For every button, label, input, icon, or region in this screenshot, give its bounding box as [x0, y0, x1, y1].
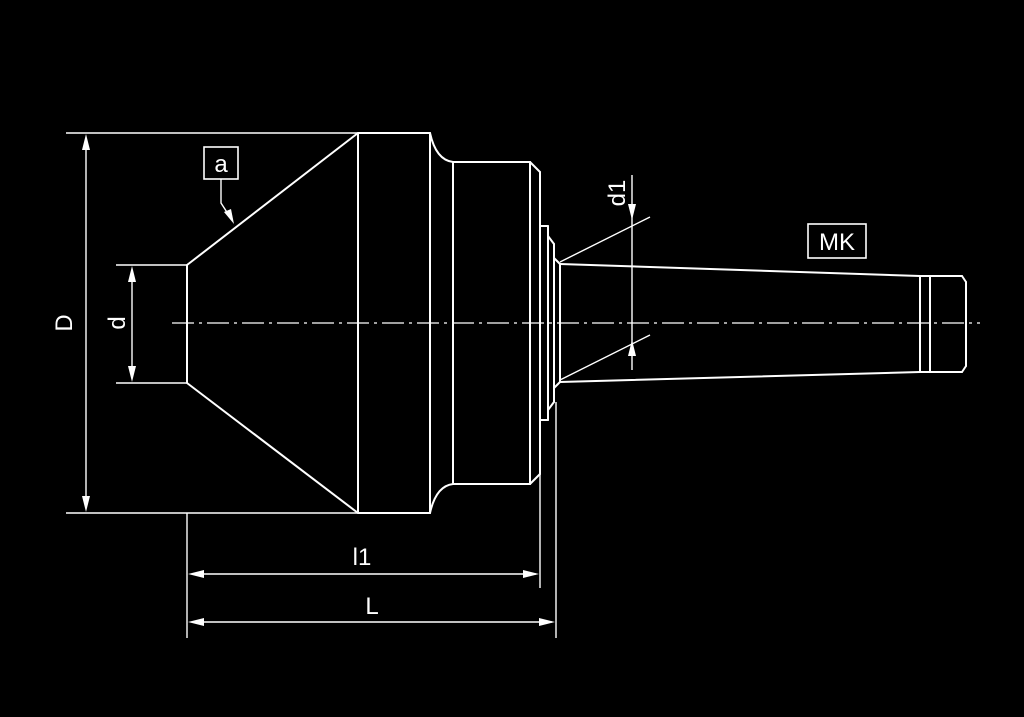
morse-taper-shank: [559, 263, 967, 383]
label-l1: l1: [353, 544, 372, 571]
dimension-l1: [186, 474, 541, 638]
label-D: D: [51, 314, 78, 331]
dimension-D: [66, 132, 358, 514]
dimension-d1: [559, 175, 651, 381]
label-d1: d1: [604, 180, 631, 207]
main-body: [357, 132, 541, 514]
callout-a: [203, 146, 239, 224]
label-a: a: [214, 151, 228, 178]
mk-label-box: [807, 223, 867, 259]
label-L: L: [365, 593, 378, 620]
dimension-L: [188, 402, 557, 638]
dimension-d: [116, 264, 187, 384]
label-MK: MK: [819, 229, 855, 256]
collar: [539, 225, 561, 421]
label-d: d: [104, 316, 131, 329]
